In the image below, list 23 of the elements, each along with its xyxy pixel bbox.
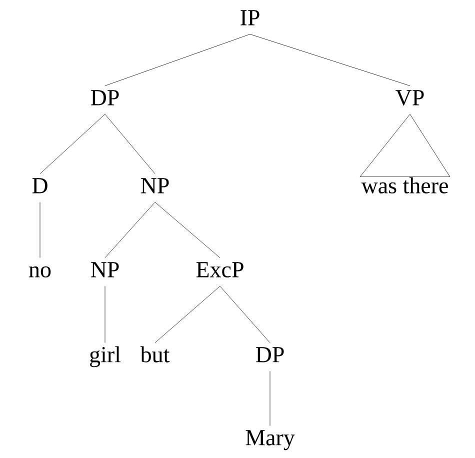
tree-label: girl (90, 346, 121, 368)
branch-line (154, 202, 220, 258)
tree-label: was there (361, 177, 448, 194)
tree-label: NP (90, 262, 119, 278)
tree-label: ExcP (196, 262, 244, 278)
tree-label: VP (396, 90, 424, 106)
tree-label: NP (140, 178, 169, 194)
tree-label: IP (240, 10, 260, 26)
triangle (360, 114, 450, 177)
branch-line (104, 114, 156, 174)
tree-label: Mary (246, 430, 295, 450)
branch-line (154, 286, 220, 343)
branch-line (40, 114, 106, 174)
tree-label: DP (256, 347, 284, 362)
branch-line (104, 34, 250, 86)
tree-label: but (140, 346, 170, 362)
branch-line (220, 286, 270, 343)
tree-label: no (29, 266, 51, 278)
branch-line (104, 202, 156, 258)
tree-label: D (32, 178, 48, 194)
tree-label: DP (90, 90, 119, 106)
branch-line (250, 34, 410, 86)
branch-line (104, 286, 106, 343)
